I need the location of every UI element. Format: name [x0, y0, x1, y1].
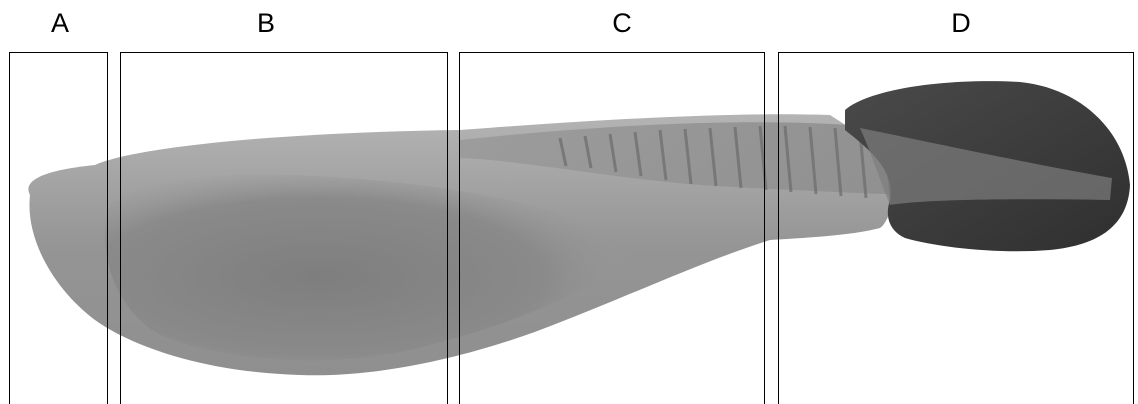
section-label-c: C	[602, 8, 642, 38]
section-label-b: B	[246, 8, 286, 38]
section-label-d: D	[941, 8, 981, 38]
section-label-a: A	[40, 8, 80, 38]
